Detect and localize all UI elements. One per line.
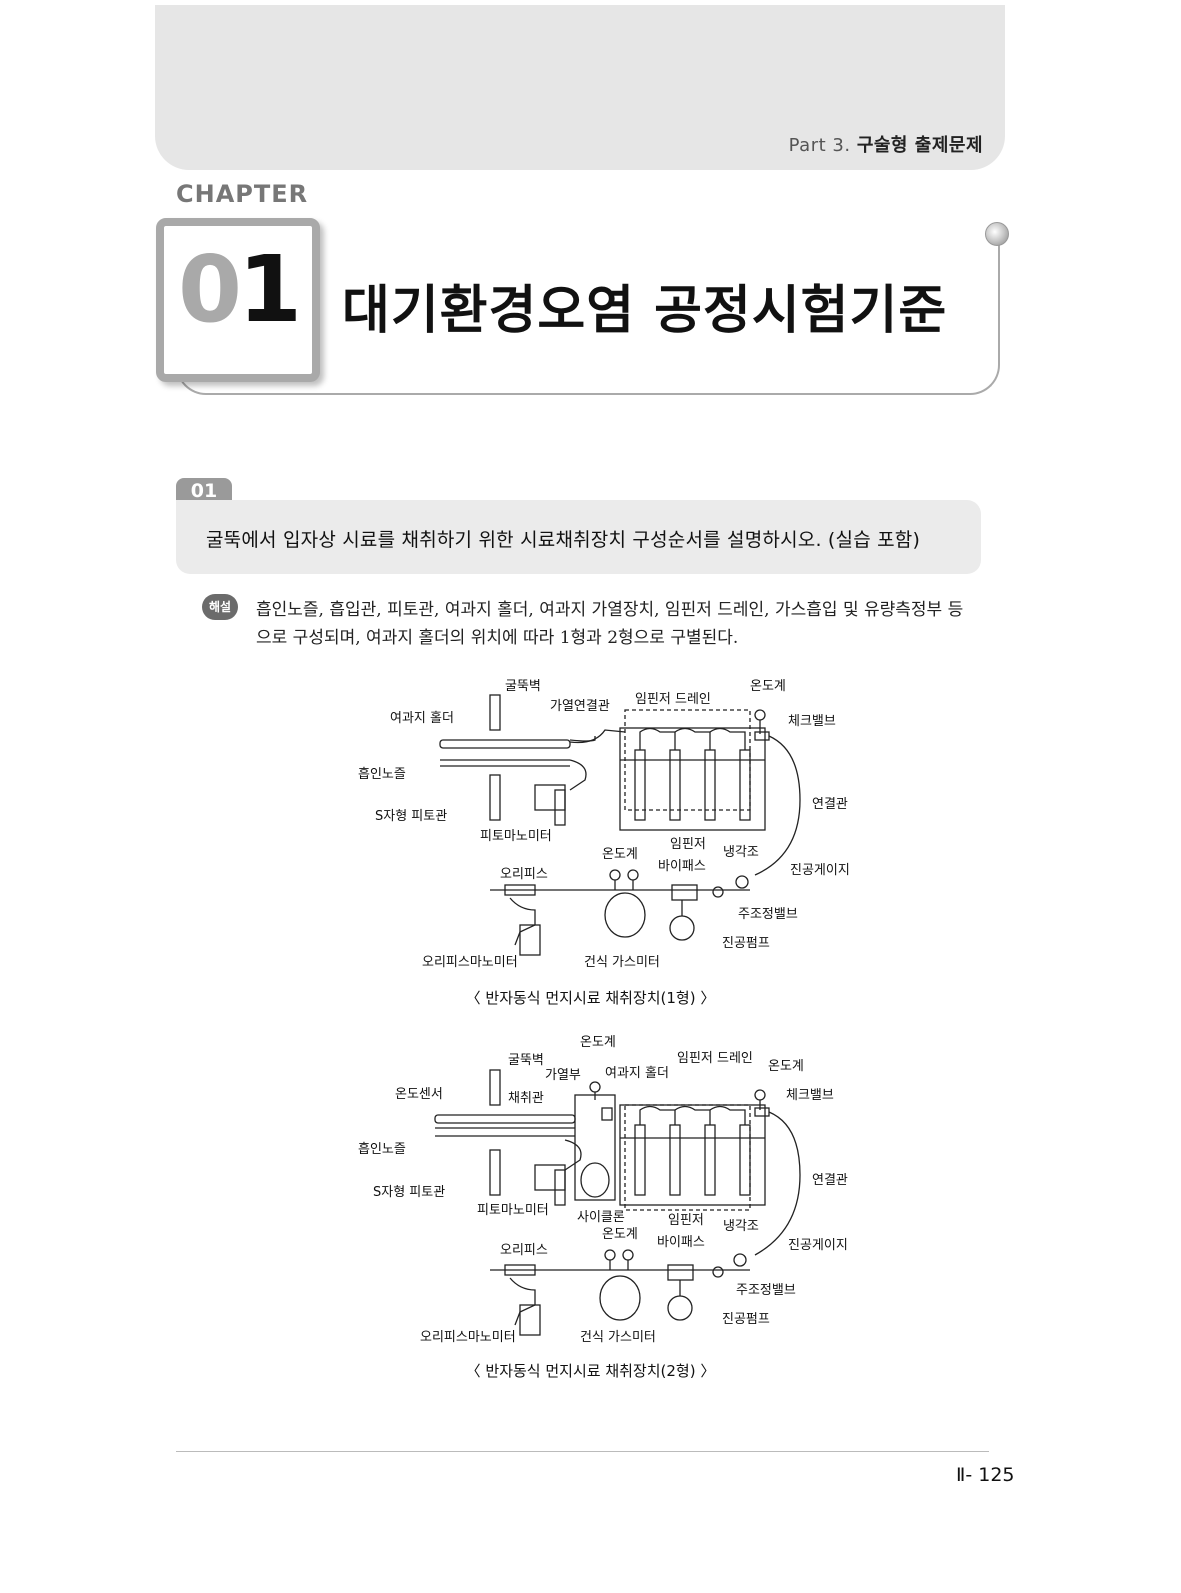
chapter-number-box: 01: [156, 218, 320, 382]
fig2-label-cyclone: 사이클론: [577, 1210, 625, 1225]
fig2-label-vacuum-gauge: 진공게이지: [788, 1238, 848, 1253]
fig2-label-thermometer-right: 온도계: [768, 1059, 804, 1074]
part-label: Part 3. 구술형 출제문제: [789, 131, 983, 157]
question-box: 굴뚝에서 입자상 시료를 채취하기 위한 시료채취장치 구성순서를 설명하시오.…: [176, 500, 981, 574]
fig1-label-bypass: 바이패스: [658, 859, 706, 874]
fig1-label-orifice: 오리피스: [500, 867, 548, 882]
question-text: 굴뚝에서 입자상 시료를 채취하기 위한 시료채취장치 구성순서를 설명하시오.…: [206, 529, 921, 551]
figure-type1: 굴뚝벽 가열연결관 임핀저 드레인 온도계 여과지 홀더 체크밸브 흡인노즐 연…: [340, 670, 880, 979]
fig1-label-impinger-drain: 임핀저 드레인: [635, 692, 711, 707]
part-prefix: Part 3.: [788, 135, 851, 156]
fig2-label-thermometer-mid: 온도계: [602, 1227, 638, 1242]
fig1-label-pito-manometer: 피토마노미터: [480, 829, 552, 844]
fig1-label-orifice-manometer: 오리피스마노미터: [422, 955, 518, 970]
fig2-label-pito-manometer: 피토마노미터: [477, 1203, 549, 1218]
fig2-label-check-valve: 체크밸브: [786, 1088, 834, 1103]
fig1-label-dry-gas-meter: 건식 가스미터: [584, 955, 660, 970]
fig2-label-dry-gas-meter: 건식 가스미터: [580, 1330, 656, 1345]
fig2-label-stack-wall: 굴뚝벽: [508, 1053, 544, 1068]
fig2-label-main-valve: 주조정밸브: [736, 1283, 796, 1298]
chapter-word: CHAPTER: [176, 180, 309, 208]
fig2-label-bypass: 바이패스: [657, 1235, 705, 1250]
fig2-label-thermometer-top: 온도계: [580, 1035, 616, 1050]
footer-divider: [176, 1451, 989, 1452]
fig1-label-check-valve: 체크밸브: [788, 714, 836, 729]
figure-type2: 온도계 굴뚝벽 가열부 여과지 홀더 임핀저 드레인 온도계 온도센서 채취관 …: [340, 1030, 880, 1349]
fig2-label-nozzle: 흡인노즐: [358, 1142, 406, 1157]
question-number: 01: [176, 478, 232, 504]
fig1-label-nozzle: 흡인노즐: [358, 767, 406, 782]
figure1-caption: 〈 반자동식 먼지시료 채취장치(1형) 〉: [465, 989, 716, 1007]
part-title: 구술형 출제문제: [856, 135, 983, 156]
fig1-label-thermometer-top: 온도계: [750, 679, 786, 694]
fig1-label-vacuum-pump: 진공펌프: [722, 936, 770, 951]
fig1-label-s-pitot: S자형 피토관: [375, 809, 447, 824]
answer-text: 흡인노즐, 흡입관, 피토관, 여과지 홀더, 여과지 가열장치, 임핀저 드레…: [256, 600, 964, 648]
fig2-label-vacuum-pump: 진공펌프: [722, 1312, 770, 1327]
fig1-label-cooling-bath: 냉각조: [723, 845, 759, 860]
page-number: Ⅱ- 125: [956, 1464, 1015, 1486]
fig2-label-connect-tube: 연결관: [812, 1173, 848, 1188]
fig1-label-main-valve: 주조정밸브: [738, 907, 798, 922]
fig1-label-connect-tube: 연결관: [812, 797, 848, 812]
fig2-label-cooling-bath: 냉각조: [723, 1219, 759, 1234]
fig1-label-impinger: 임핀저: [670, 837, 706, 852]
fig1-label-stack-wall: 굴뚝벽: [505, 679, 541, 694]
chapter-title: 대기환경오염 공정시험기준: [342, 281, 948, 341]
fig2-label-impinger: 임핀저: [668, 1213, 704, 1228]
header-band: Part 3. 구술형 출제문제: [155, 5, 1005, 170]
fig1-label-heated-line: 가열연결관: [550, 699, 610, 714]
fig1-label-thermometer-mid: 온도계: [602, 847, 638, 862]
fig2-label-orifice: 오리피스: [500, 1243, 548, 1258]
answer-badge-icon: 해설: [202, 594, 238, 620]
fig2-label-heater: 가열부: [545, 1068, 581, 1083]
fig2-label-impinger-drain: 임핀저 드레인: [677, 1051, 753, 1066]
figure2-caption: 〈 반자동식 먼지시료 채취장치(2형) 〉: [465, 1362, 716, 1380]
fig1-label-filter-holder: 여과지 홀더: [390, 711, 454, 726]
chapter-number: 01: [177, 236, 302, 343]
fig2-label-filter-holder: 여과지 홀더: [605, 1066, 669, 1081]
fig2-label-orifice-manometer: 오리피스마노미터: [420, 1330, 516, 1345]
fig2-label-s-pitot: S자형 피토관: [373, 1185, 445, 1200]
ornament-knob-icon: [985, 222, 1009, 246]
fig2-label-temp-sensor: 온도센서: [395, 1087, 443, 1102]
fig2-label-sampling-tube: 채취관: [508, 1091, 544, 1106]
fig1-label-vacuum-gauge: 진공게이지: [790, 863, 850, 878]
